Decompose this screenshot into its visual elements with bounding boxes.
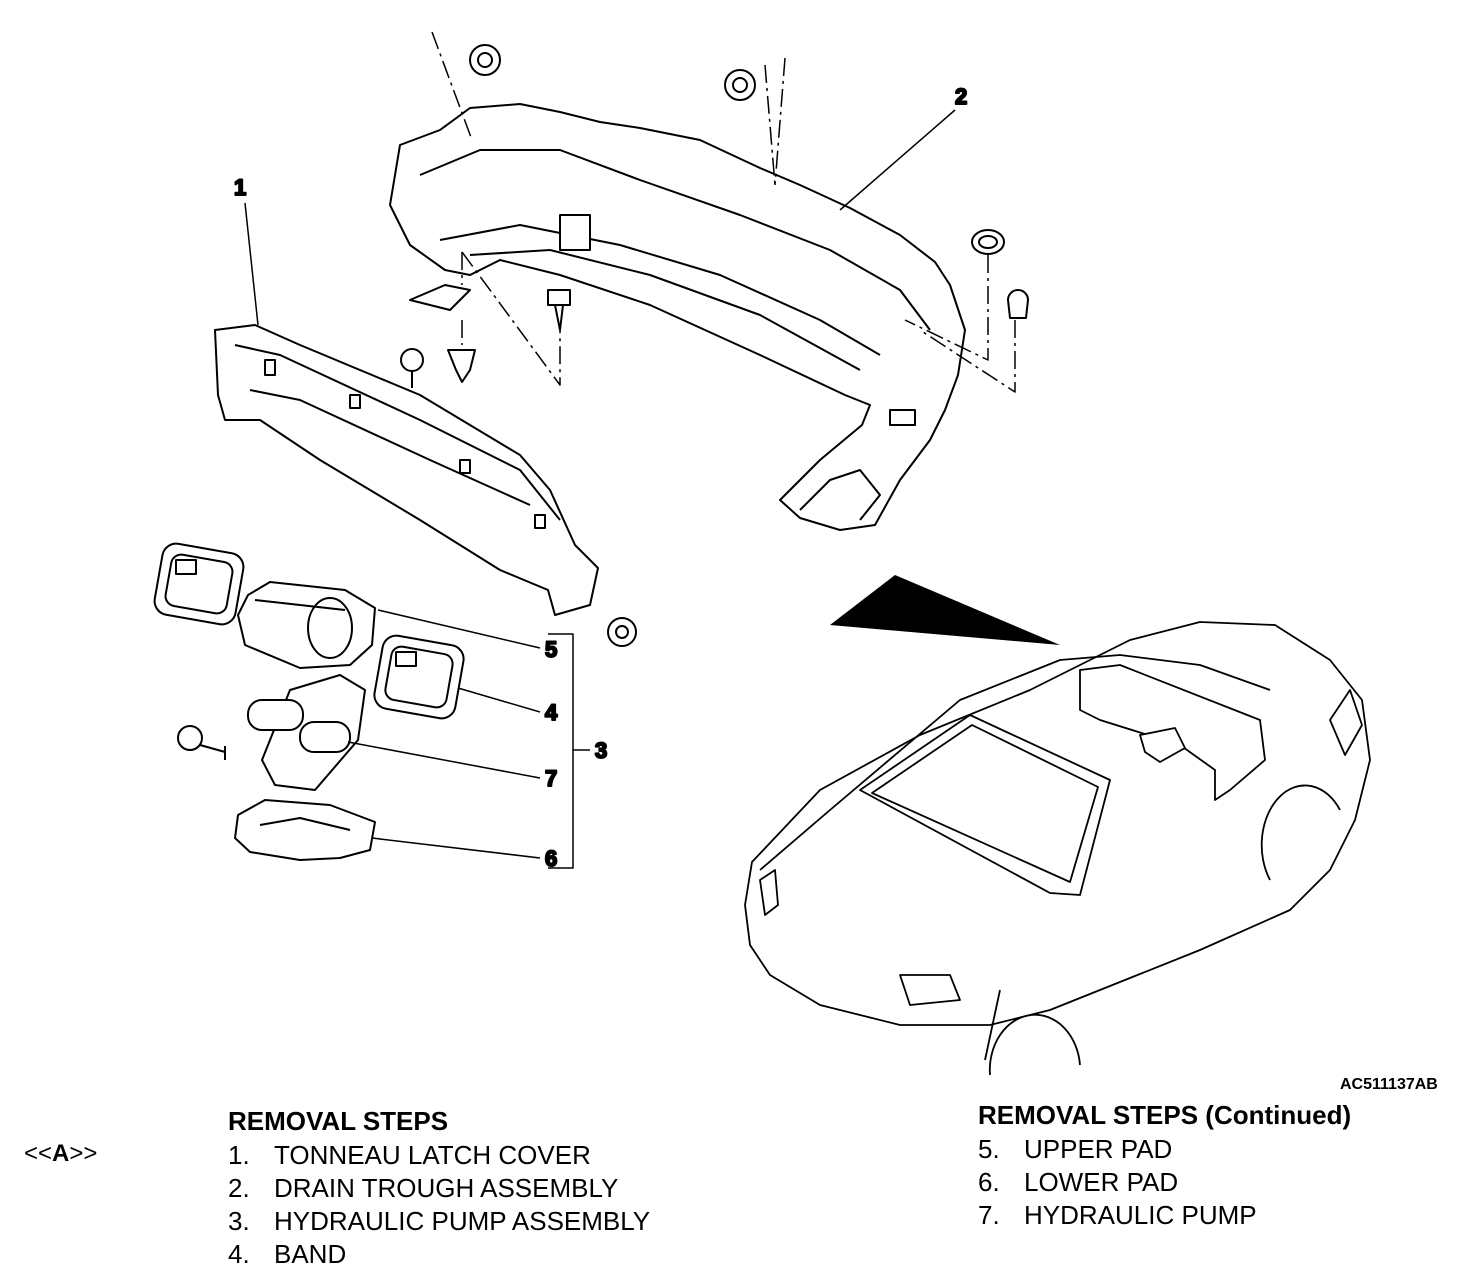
band-lower	[373, 634, 465, 720]
tonneau-latch-cover	[214, 324, 599, 616]
install-lines	[431, 31, 1016, 393]
vehicle-outline	[744, 621, 1371, 1076]
callout-2: 2	[955, 84, 967, 109]
step-item: 3.HYDRAULIC PUMP ASSEMBLY	[228, 1206, 651, 1236]
removal-steps-continued-title: REMOVAL STEPS (Continued)	[978, 1100, 1352, 1130]
hydraulic-pump	[177, 674, 366, 791]
callout-5: 5	[545, 637, 557, 662]
callout-4: 4	[545, 700, 558, 725]
step-item: 6.LOWER PAD	[978, 1167, 1179, 1197]
step-item: 4.BAND	[228, 1239, 347, 1269]
step-item: 7.HYDRAULIC PUMP	[978, 1200, 1257, 1230]
band-upper	[153, 542, 245, 626]
clips-and-bolts	[400, 44, 1029, 647]
removal-steps-title: REMOVAL STEPS	[228, 1106, 449, 1136]
step-item: 2.DRAIN TROUGH ASSEMBLY	[228, 1173, 619, 1203]
step-item: 5.UPPER PAD	[978, 1134, 1173, 1164]
callout-3: 3	[595, 738, 607, 763]
drain-trough-assembly	[389, 103, 966, 531]
reference-marker: <<A>>	[24, 1140, 98, 1167]
callout-6: 6	[545, 846, 557, 871]
callout-1: 1	[234, 175, 246, 200]
exploded-parts-diagram: 1 2 3 4 5 6 7	[153, 31, 1371, 1076]
leader-lines	[244, 109, 956, 869]
lower-pad	[234, 799, 376, 861]
callout-7: 7	[545, 766, 557, 791]
upper-pad	[237, 581, 376, 669]
direction-arrow	[830, 575, 1060, 645]
step-item: 1.TONNEAU LATCH COVER	[228, 1140, 591, 1170]
figure-code: AC511137AB	[1340, 1076, 1438, 1093]
